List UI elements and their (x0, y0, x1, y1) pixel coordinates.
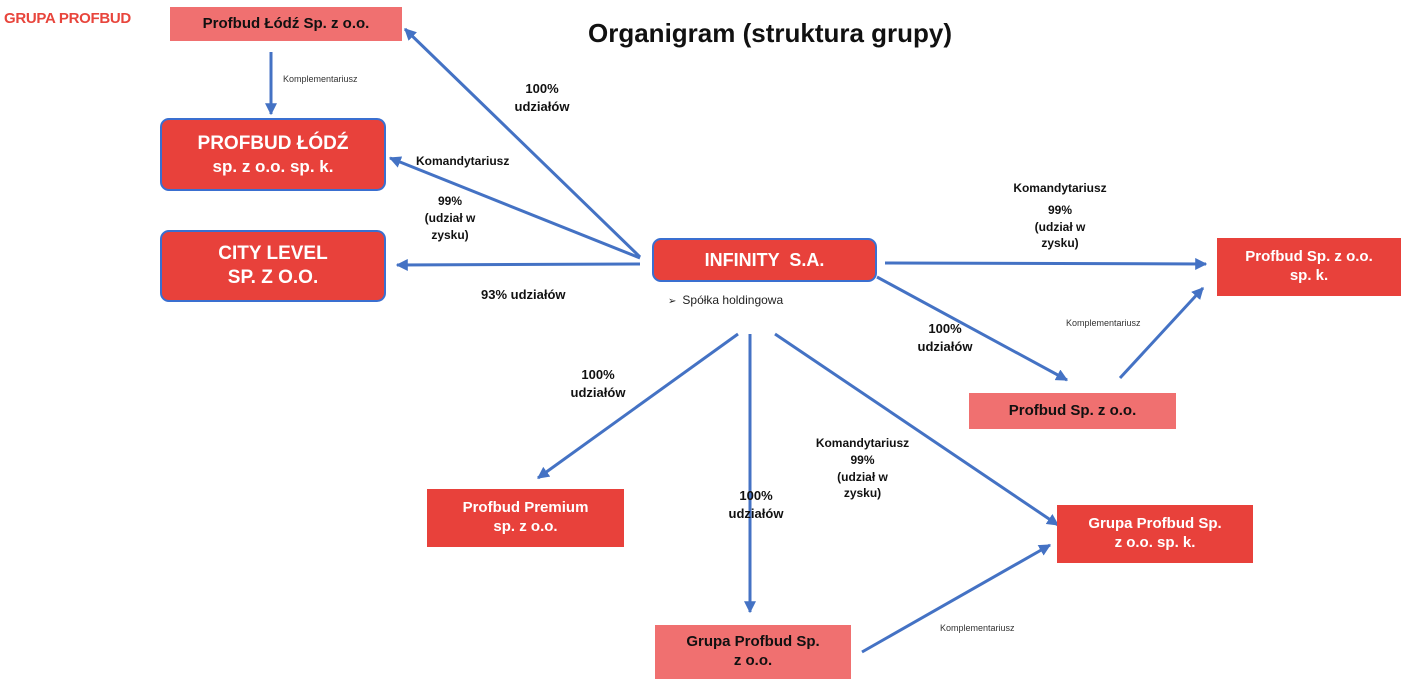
node-profbud-lodz-spzoo: Profbud Łódź Sp. z o.o. (170, 7, 402, 41)
label-grupa-100: 100% udziałów (728, 488, 784, 521)
label-lodz-komplementariusz: Komplementariusz (283, 74, 358, 84)
arrow-profbud-to-profbud-spk (1118, 286, 1205, 380)
label-lodz-100: 100% udziałów (514, 81, 570, 114)
label-city-93: 93% udziałów (481, 287, 566, 302)
label-grupa-spk: Komandytariusz 99% (udział w zysku) (815, 436, 910, 501)
bullet-arrow-icon: ➢ (668, 296, 677, 307)
arrow-infinity-to-grupa-spk (774, 332, 1059, 527)
node-profbud-premium: Profbud Premium sp. z o.o. (427, 489, 624, 547)
label-lodz-spk-share: 99% (udział w zysku) (424, 194, 476, 242)
node-profbud-lodz-spk: PROFBUD ŁÓDŹ sp. z o.o. sp. k. (160, 118, 386, 191)
label-grupa-komplementariusz: Komplementariusz (940, 623, 1015, 633)
infinity-note: ➢Spółka holdingowa (668, 293, 784, 307)
page-title: Organigram (struktura grupy) (588, 18, 953, 48)
label-right-100: 100% udziałów (917, 321, 973, 354)
label-premium-100: 100% udziałów (570, 367, 626, 400)
arrow-infinity-to-lodz (403, 27, 642, 259)
node-profbud-spzoo: Profbud Sp. z o.o. (969, 393, 1176, 429)
label-right-spk: Komandytariusz 99% (udział w zysku) (1013, 181, 1107, 251)
label-right-komplementariusz: Komplementariusz (1066, 318, 1141, 328)
arrow-infinity-to-profbud-spk (884, 257, 1208, 270)
node-infinity: INFINITY S.A. (652, 238, 877, 282)
label-lodz-spk: Komandytariusz (416, 154, 510, 168)
arrow-infinity-to-premium (537, 332, 739, 480)
node-city-level: CITY LEVEL SP. Z O.O. (160, 230, 386, 302)
arrow-infinity-to-city (395, 258, 641, 271)
arrow-infinity-to-lodz-spk (388, 156, 641, 260)
arrow-infinity-to-profbud (876, 275, 1069, 382)
node-grupa-profbud-spzoo: Grupa Profbud Sp. z o.o. (655, 625, 851, 679)
node-grupa-profbud-spk: Grupa Profbud Sp. z o.o. sp. k. (1057, 505, 1253, 563)
node-profbud-spk: Profbud Sp. z o.o. sp. k. (1217, 238, 1401, 296)
arrow-grupa-to-grupa-spk (861, 543, 1052, 654)
logo: GRUPA PROFBUD (4, 10, 131, 27)
